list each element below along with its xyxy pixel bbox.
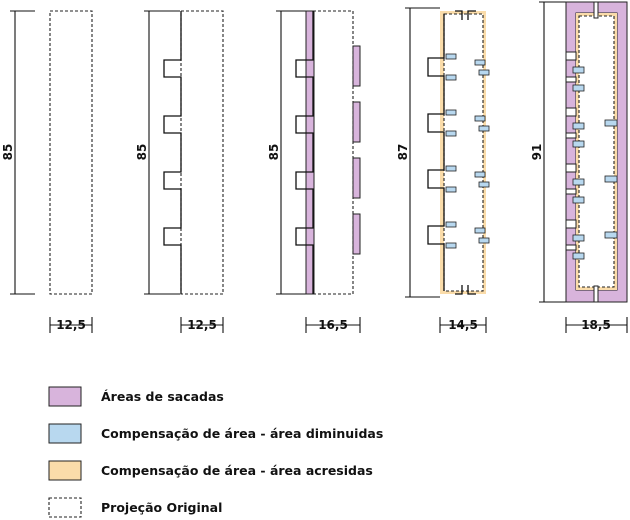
stage-4-original-projection bbox=[443, 13, 484, 292]
stage-5-area-increase bbox=[614, 13, 617, 290]
stage-4-area-increase bbox=[483, 11, 486, 294]
stage-2: 85 12,5 bbox=[135, 10, 224, 333]
legend-label-area-increase: Compensação de área - área acresidas bbox=[101, 463, 373, 478]
stage-4-area-decrease-left bbox=[445, 53, 457, 249]
stage-1-height-dimension bbox=[10, 10, 35, 295]
legend-label-balcony: Áreas de sacadas bbox=[101, 389, 224, 404]
legend-label-area-decrease: Compensação de área - área diminuidas bbox=[101, 426, 383, 441]
stage-4-top-notch bbox=[455, 10, 476, 20]
stage-5-width-dimension bbox=[565, 317, 628, 333]
stage-1: 85 12,5 bbox=[1, 10, 93, 333]
stage-1-original-projection bbox=[49, 10, 93, 295]
stage-4: 87 14,5 bbox=[396, 7, 490, 333]
stage-3-original-projection bbox=[312, 10, 354, 295]
stage-2-width-dimension bbox=[180, 317, 224, 333]
stage-3-balcony-left bbox=[305, 10, 315, 295]
stage-5-top-slit bbox=[593, 1, 599, 19]
stage-5-height-dimension bbox=[539, 1, 568, 303]
legend-swatch-balcony bbox=[48, 386, 82, 407]
stage-3-balcony-right bbox=[352, 213, 361, 255]
stage-4-building-outline bbox=[427, 14, 445, 291]
stage-2-height-label: 85 bbox=[135, 144, 149, 161]
stage-2-width-label: 12,5 bbox=[187, 318, 217, 332]
legend-item-area-increase: Compensação de área - área acresidas bbox=[48, 460, 373, 481]
stage-5-bottom-slit bbox=[593, 285, 599, 303]
stage-4-width-label: 14,5 bbox=[448, 318, 478, 332]
stage-3-width-label: 16,5 bbox=[318, 318, 348, 332]
stage-3-balcony-right bbox=[352, 101, 361, 143]
stage-4-area-decrease-right bbox=[474, 59, 490, 244]
stage-2-building-outline bbox=[163, 11, 182, 294]
legend-item-balcony: Áreas de sacadas bbox=[48, 386, 224, 407]
stage-5: 91 bbox=[530, 1, 628, 333]
stage-3-height-dimension bbox=[276, 10, 306, 295]
stage-5-inner-area bbox=[575, 12, 618, 291]
stage-3-balcony-right bbox=[352, 157, 361, 199]
stage-5-area-increase bbox=[576, 13, 579, 290]
stage-1-height-label: 85 bbox=[1, 144, 15, 161]
stage-5-height-label: 91 bbox=[530, 144, 544, 161]
legend-swatch-area-increase bbox=[48, 460, 82, 481]
stage-4-area-increase bbox=[440, 11, 444, 294]
legend: Áreas de sacadas Compensação de área - á… bbox=[48, 386, 383, 518]
stage-5-left-divisions bbox=[565, 51, 577, 251]
stage-3-building-outline bbox=[295, 11, 314, 294]
legend-label-original-projection: Projeção Original bbox=[101, 500, 222, 515]
stage-2-original-projection bbox=[180, 10, 224, 295]
stage-5-area-decrease bbox=[572, 66, 618, 260]
stage-2-height-dimension bbox=[144, 10, 180, 295]
legend-item-area-decrease: Compensação de área - área diminuidas bbox=[48, 423, 383, 444]
stage-4-height-label: 87 bbox=[396, 144, 410, 161]
stage-4-area-increase bbox=[440, 11, 486, 14]
stage-4-area-increase bbox=[440, 291, 486, 294]
stage-4-width-dimension bbox=[439, 317, 487, 333]
stage-1-width-dimension bbox=[49, 317, 93, 333]
stage-4-height-dimension bbox=[405, 7, 440, 298]
stage-4-bottom-notch bbox=[455, 285, 476, 295]
legend-item-original-projection: Projeção Original bbox=[48, 497, 222, 518]
stage-3-width-dimension bbox=[305, 317, 361, 333]
stage-5-width-label: 18,5 bbox=[581, 318, 611, 332]
stage-3: 85 16,5 bbox=[267, 10, 361, 333]
stage-1-width-label: 12,5 bbox=[56, 318, 86, 332]
stage-3-balcony-right bbox=[352, 45, 361, 87]
legend-swatch-original-projection bbox=[48, 497, 82, 518]
legend-swatch-area-decrease bbox=[48, 423, 82, 444]
stage-3-height-label: 85 bbox=[267, 144, 281, 161]
